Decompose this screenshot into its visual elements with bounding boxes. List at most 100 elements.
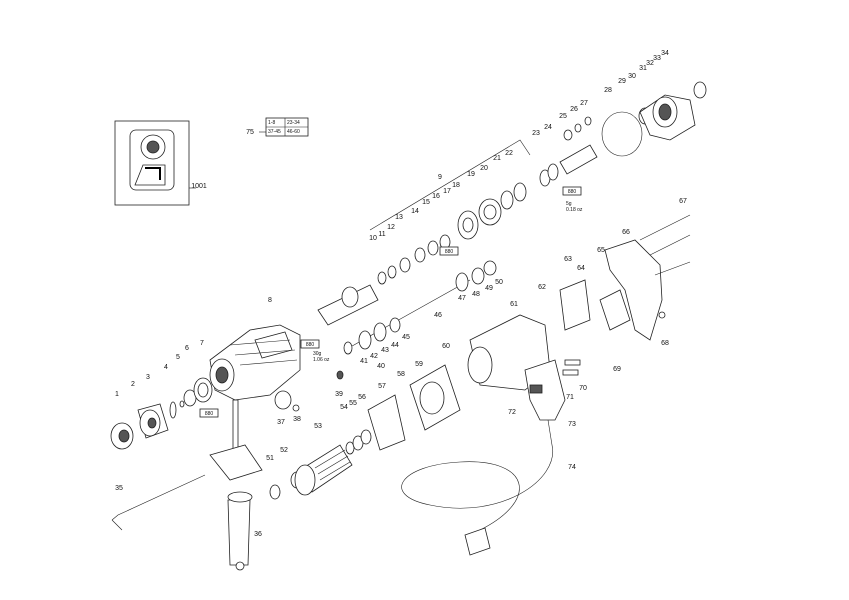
part-label-34: 34 <box>661 50 669 57</box>
chuck-parts <box>110 377 213 450</box>
table-cell: 37-45 <box>268 129 281 135</box>
part-label-20: 20 <box>480 165 488 172</box>
part-label-21: 21 <box>493 155 501 162</box>
part-label-2: 2 <box>131 381 135 388</box>
part-label-4: 4 <box>164 364 168 371</box>
part-label-54: 54 <box>340 404 348 411</box>
grease-tag-label: 880 <box>445 249 454 255</box>
grease-tag: 880 <box>439 246 459 256</box>
power-cable <box>401 359 581 556</box>
part-label-29: 29 <box>618 78 626 85</box>
part-label-69: 69 <box>613 366 621 373</box>
part-label-63: 63 <box>564 256 572 263</box>
part-label-52: 52 <box>280 447 288 454</box>
part-label-46: 46 <box>434 312 442 319</box>
grease-tags: 880 880 880 880 <box>199 186 582 418</box>
part-label-5: 5 <box>176 354 180 361</box>
selector-switch <box>274 390 300 412</box>
part-label-61: 61 <box>510 301 518 308</box>
part-label-27: 27 <box>580 100 588 107</box>
motor-housing <box>467 314 566 421</box>
table-cell: 23-34 <box>287 120 300 126</box>
part-label-16: 16 <box>432 193 440 200</box>
spindle-assembly <box>317 139 531 326</box>
part-label-74: 74 <box>568 464 576 471</box>
grease-tag: 880 <box>199 408 219 418</box>
part-label-59: 59 <box>415 361 423 368</box>
impact-mechanism <box>539 81 707 187</box>
gear-housing <box>209 324 301 401</box>
side-handle <box>111 399 263 571</box>
part-label-51: 51 <box>266 455 274 462</box>
part-label-71: 71 <box>566 394 574 401</box>
part-label-12: 12 <box>387 224 395 231</box>
part-label-32: 32 <box>646 60 654 67</box>
part-label-56: 56 <box>358 394 366 401</box>
grease-amount-imperial: 1.06 oz <box>313 357 330 363</box>
grease-amount: 5g <box>566 201 572 207</box>
part-label-57: 57 <box>378 383 386 390</box>
part-label-15: 15 <box>422 199 430 206</box>
part-label-8: 8 <box>268 297 272 304</box>
part-label-47: 47 <box>458 295 466 302</box>
part-labels: 1234567891011121314151617181920212223242… <box>115 50 687 538</box>
part-label-9: 9 <box>438 174 442 181</box>
part-label-40: 40 <box>377 363 385 370</box>
grease-tag: 880 <box>562 186 582 196</box>
part-label-19: 19 <box>467 171 475 178</box>
part-label-38: 38 <box>293 416 301 423</box>
part-label-18: 18 <box>452 182 460 189</box>
part-label-28: 28 <box>604 87 612 94</box>
stator-assembly <box>367 364 461 451</box>
grease-tag-label: 880 <box>306 342 315 348</box>
part-label-24: 24 <box>544 124 552 131</box>
part-label-37: 37 <box>277 419 285 426</box>
grease-tag-label: 880 <box>205 411 214 417</box>
part-label-1: 1 <box>115 391 119 398</box>
part-label-3: 3 <box>146 374 150 381</box>
part-label-1001: 1001 <box>191 183 207 190</box>
part-label-70: 70 <box>579 385 587 392</box>
grease-tag: 880 <box>300 339 320 349</box>
part-label-22: 22 <box>505 150 513 157</box>
part-label-31: 31 <box>639 65 647 72</box>
part-label-36: 36 <box>254 531 262 538</box>
handle-shell <box>559 214 691 341</box>
part-label-49: 49 <box>485 285 493 292</box>
part-label-30: 30 <box>628 73 636 80</box>
part-label-10: 10 <box>369 235 377 242</box>
part-label-6: 6 <box>185 345 189 352</box>
grease-amount: 30g <box>313 351 322 357</box>
inset-box-1001 <box>114 120 196 206</box>
grease-tag-label: 880 <box>568 189 577 195</box>
part-label-44: 44 <box>391 342 399 349</box>
part-label-14: 14 <box>411 208 419 215</box>
part-label-7: 7 <box>200 340 204 347</box>
part-label-62: 62 <box>538 284 546 291</box>
part-label-13: 13 <box>395 214 403 221</box>
part-label-43: 43 <box>381 347 389 354</box>
part-label-48: 48 <box>472 291 480 298</box>
part-label-39: 39 <box>335 391 343 398</box>
part-label-25: 25 <box>559 113 567 120</box>
part-label-35: 35 <box>115 485 123 492</box>
part-label-17: 17 <box>443 188 451 195</box>
part-label-75: 75 <box>246 129 254 136</box>
armature <box>269 429 372 500</box>
part-label-67: 67 <box>679 198 687 205</box>
part-label-50: 50 <box>495 279 503 286</box>
part-label-11: 11 <box>378 231 385 238</box>
part-label-53: 53 <box>314 423 322 430</box>
part-label-73: 73 <box>568 421 576 428</box>
part-label-72: 72 <box>508 409 516 416</box>
part-label-65: 65 <box>597 247 605 254</box>
part-label-68: 68 <box>661 340 669 347</box>
part-label-64: 64 <box>577 265 585 272</box>
part-label-66: 66 <box>622 229 630 236</box>
table-cell: 46-60 <box>287 129 300 135</box>
part-label-55: 55 <box>349 400 357 407</box>
part-label-58: 58 <box>397 371 405 378</box>
part-label-60: 60 <box>442 343 450 350</box>
part-label-42: 42 <box>370 353 378 360</box>
